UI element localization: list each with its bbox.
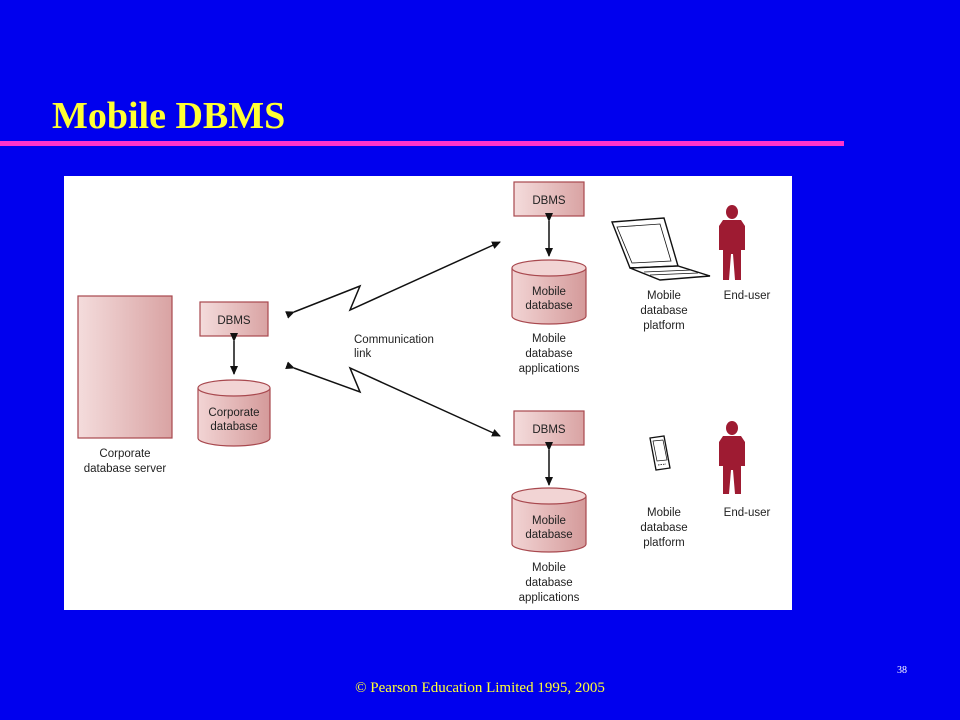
comm-link-label-line2: link: [354, 348, 372, 360]
slide-title: Mobile DBMS: [52, 95, 286, 137]
bottom-end-user-label: End-user: [724, 507, 771, 519]
bottom-db-label-line1: Mobile: [532, 515, 566, 527]
laptop-icon: [611, 217, 711, 281]
corporate-server-block: Corporate database server: [77, 295, 173, 475]
bottom-db-label-line2: database: [525, 529, 572, 541]
bottom-apps-label-line3: applications: [519, 592, 580, 604]
top-end-user-label: End-user: [724, 290, 771, 302]
top-apps-label-line2: database: [525, 348, 572, 360]
copyright-notice: © Pearson Education Limited 1995, 2005: [355, 680, 605, 696]
top-apps-label-line3: applications: [519, 363, 580, 375]
bottom-apps-label-line2: database: [525, 577, 572, 589]
communication-link-top: [285, 241, 501, 319]
bottom-platform-label-line2: database: [640, 522, 687, 534]
top-platform-label-line3: platform: [643, 320, 685, 332]
corporate-database-cylinder: Corporate database: [197, 379, 271, 447]
central-dbms-label: DBMS: [217, 315, 251, 327]
page-number: 38: [897, 665, 907, 676]
top-end-user-icon: [719, 205, 745, 280]
server-label-line1: Corporate: [99, 448, 150, 460]
corporate-db-label-line2: database: [210, 421, 257, 433]
top-db-label-line2: database: [525, 300, 572, 312]
bottom-platform-label-line3: platform: [643, 537, 685, 549]
top-apps-label-line1: Mobile: [532, 333, 566, 345]
mobile-dbms-diagram: Corporate database server DBMS Corporate…: [64, 176, 792, 610]
top-platform-label-line1: Mobile: [647, 290, 681, 302]
comm-link-label-line1: Communication: [354, 334, 434, 346]
top-dbms-box: [513, 181, 585, 217]
bottom-mobile-database-cylinder: Mobile database: [511, 487, 587, 553]
top-mobile-site: DBMS Mobile database Mobile database app…: [511, 181, 771, 375]
bottom-dbms-box: [513, 410, 585, 446]
top-dbms-label: DBMS: [532, 195, 566, 207]
pda-icon: [649, 435, 671, 471]
bottom-apps-label-line1: Mobile: [532, 562, 566, 574]
server-label-line2: database server: [84, 463, 167, 475]
top-mobile-database-cylinder: Mobile database: [511, 259, 587, 325]
top-db-label-line1: Mobile: [532, 286, 566, 298]
bottom-end-user-icon: [719, 421, 745, 494]
corporate-db-label-line1: Corporate: [208, 407, 259, 419]
title-underline: [0, 141, 844, 146]
central-dbms-box: DBMS: [199, 301, 269, 337]
bottom-platform-label-line1: Mobile: [647, 507, 681, 519]
bottom-dbms-label: DBMS: [532, 424, 566, 436]
bottom-mobile-site: DBMS Mobile database Mobile database app…: [511, 410, 771, 604]
top-platform-label-line2: database: [640, 305, 687, 317]
communication-link-bottom: [285, 361, 501, 437]
